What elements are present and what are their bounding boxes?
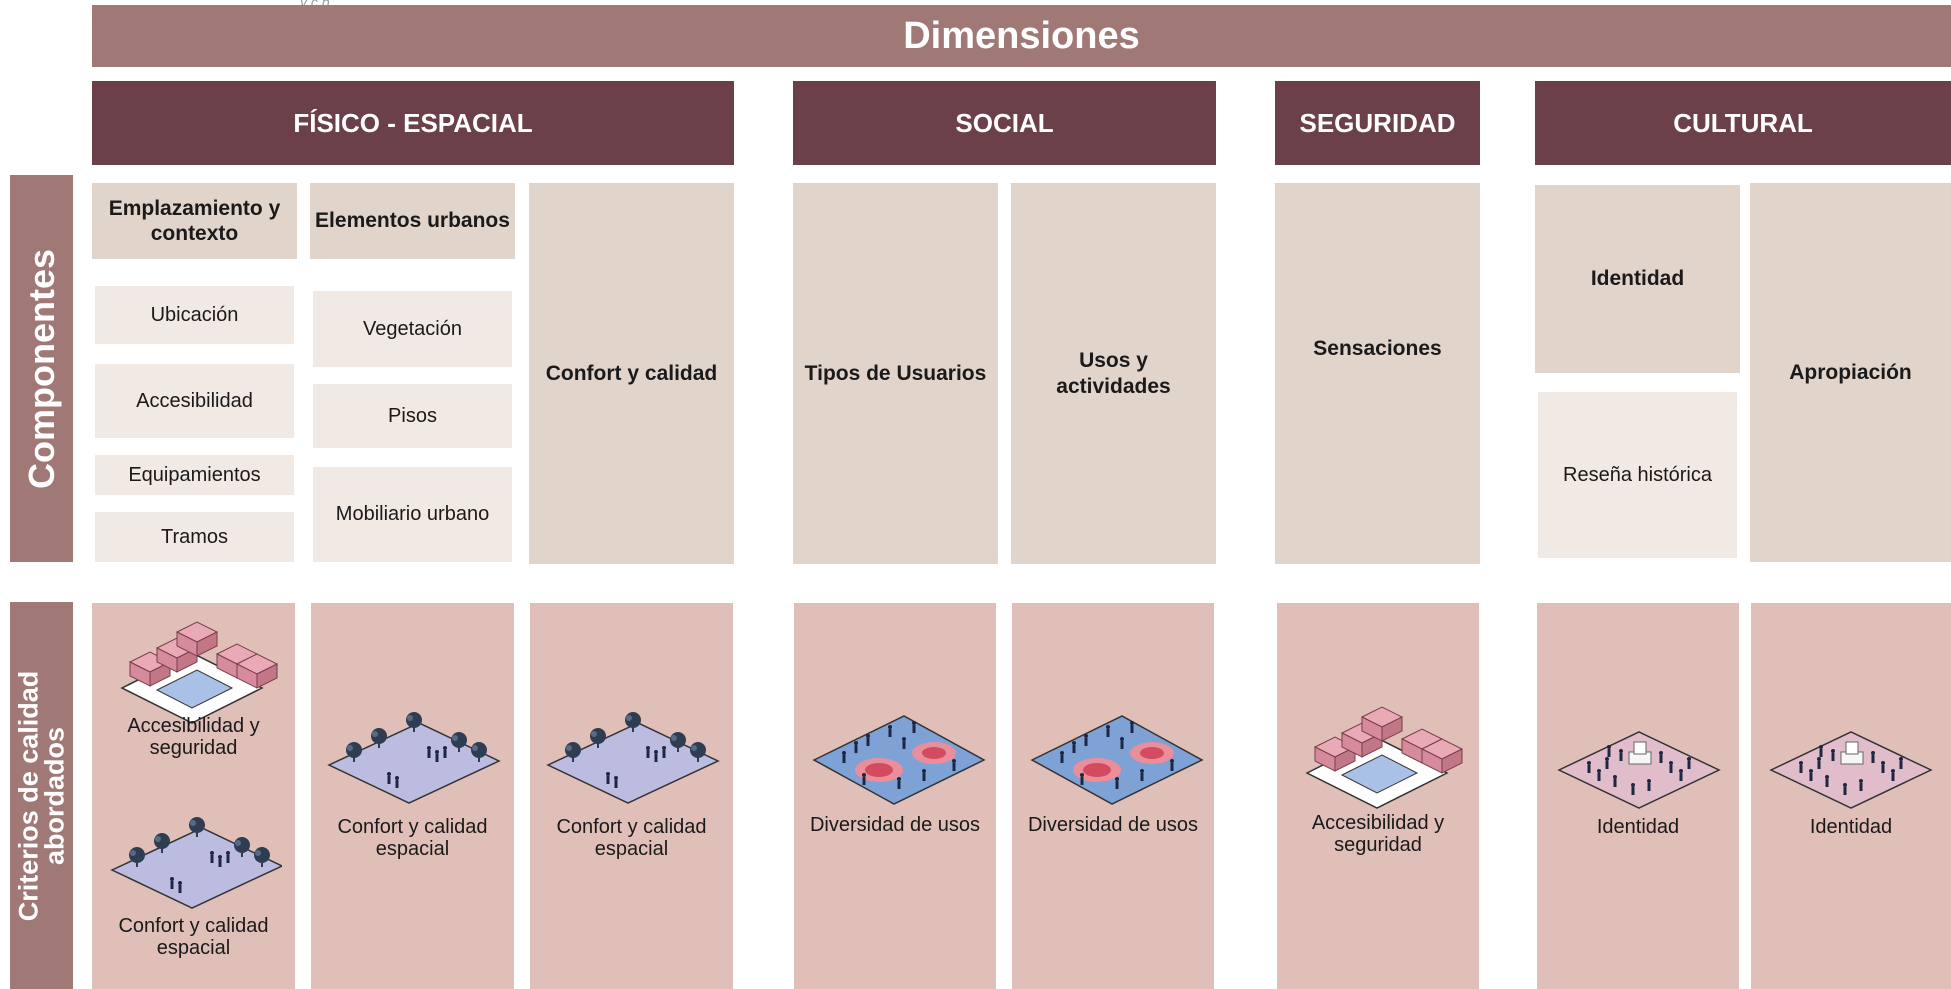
criteria-tipos-usuarios: Diversidad de usos	[794, 603, 996, 989]
component-usos-actividades: Usos y actividades	[1011, 183, 1216, 564]
comfort-illustration	[538, 693, 723, 808]
dimensiones-title: Dimensiones	[92, 5, 1951, 67]
criteria-label-confort: Confort y calidad espacial	[556, 816, 707, 860]
dimension-social: SOCIAL	[793, 81, 1216, 165]
diversity-illustration	[1022, 698, 1207, 810]
accessibility-illustration	[1287, 703, 1467, 815]
criteria-identidad: Identidad	[1537, 603, 1739, 989]
criteria-elementos-urbanos: Confort y calidad espacial	[311, 603, 514, 989]
identity-illustration	[1761, 708, 1941, 813]
criteria-label-identidad: Identidad	[1596, 816, 1680, 838]
dimension-seguridad: SEGURIDAD	[1275, 81, 1480, 165]
criteria-label-confort: Confort y calidad espacial	[118, 915, 269, 959]
identity-illustration	[1549, 708, 1729, 813]
dimension-fisico-espacial: FÍSICO - ESPACIAL	[92, 81, 734, 165]
sub-pisos: Pisos	[313, 384, 512, 448]
criterios-text: Criterios de calidad abordados	[12, 670, 69, 921]
component-apropiacion: Apropiación	[1750, 183, 1951, 562]
criteria-label-confort: Confort y calidad espacial	[337, 816, 488, 860]
sub-mobiliario: Mobiliario urbano	[313, 467, 512, 562]
sub-vegetacion: Vegetación	[313, 291, 512, 367]
componentes-text: Componentes	[20, 248, 62, 489]
criteria-label-acc-seg: Accesibilidad y seguridad	[127, 715, 260, 759]
criteria-label-diversidad: Diversidad de usos	[1027, 814, 1199, 836]
comfort-illustration	[102, 798, 282, 913]
sub-resena-historica: Reseña histórica	[1538, 392, 1737, 558]
comfort-illustration	[319, 693, 504, 808]
sub-equipamientos: Equipamientos	[95, 455, 294, 495]
criteria-usos: Diversidad de usos	[1012, 603, 1214, 989]
criteria-emplazamiento: Accesibilidad y seguridad Confort y cali…	[92, 603, 295, 989]
component-elementos-urbanos: Elementos urbanos	[310, 183, 515, 259]
componentes-side-label: Componentes	[10, 175, 73, 562]
criteria-apropiacion: Identidad	[1751, 603, 1951, 989]
component-identidad: Identidad	[1535, 185, 1740, 373]
criteria-label-diversidad: Diversidad de usos	[809, 814, 981, 836]
diversity-illustration	[804, 698, 989, 810]
component-sensaciones: Sensaciones	[1275, 183, 1480, 564]
criteria-sensaciones: Accesibilidad y seguridad	[1277, 603, 1479, 989]
dimension-cultural: CULTURAL	[1535, 81, 1951, 165]
criteria-label-identidad: Identidad	[1809, 816, 1893, 838]
component-emplazamiento: Emplazamiento y contexto	[92, 183, 297, 259]
criteria-confort: Confort y calidad espacial	[530, 603, 733, 989]
sub-tramos: Tramos	[95, 512, 294, 562]
sub-accesibilidad: Accesibilidad	[95, 364, 294, 438]
criterios-side-label: Criterios de calidad abordados	[10, 602, 73, 989]
criteria-label-acc-seg: Accesibilidad y seguridad	[1311, 812, 1445, 856]
component-tipos-usuarios: Tipos de Usuarios	[793, 183, 998, 564]
component-confort-calidad: Confort y calidad	[529, 183, 734, 564]
sub-ubicacion: Ubicación	[95, 286, 294, 344]
